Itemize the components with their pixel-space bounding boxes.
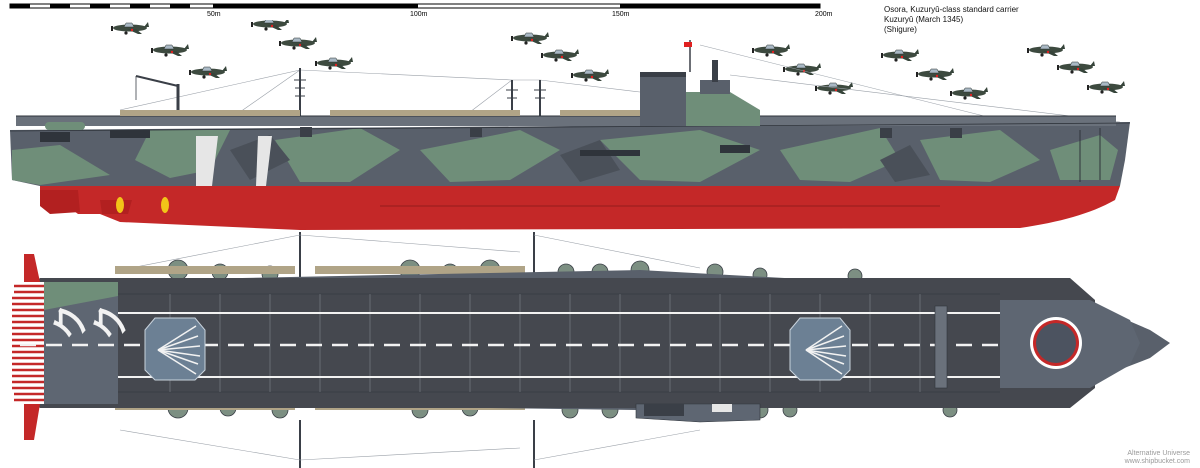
- plan-island: [635, 403, 761, 423]
- aircraft-icon: [570, 68, 610, 83]
- deck-elevator: [934, 305, 948, 389]
- aircraft-icon: [751, 43, 791, 58]
- aircraft-icon: [150, 43, 190, 58]
- aircraft-icon: [814, 81, 854, 96]
- sponsons: [300, 127, 962, 138]
- aircraft-icon: [510, 31, 550, 46]
- aircraft-icon: [188, 65, 228, 80]
- watermark-line1: Alternative Universe: [1127, 450, 1190, 457]
- aircraft-icon: [110, 21, 150, 36]
- scale-bar: [9, 3, 821, 9]
- flight-deck-edge: [16, 116, 1116, 126]
- aircraft-icon: [278, 36, 318, 51]
- rigging-lines: [119, 44, 1121, 123]
- aircraft-icon: [314, 56, 354, 71]
- deck-marking-text: クク: [51, 300, 132, 341]
- aircraft-icon: [250, 20, 290, 32]
- ship-subtitle: (Shigure): [884, 25, 917, 34]
- landing-arrow-aft: [144, 317, 206, 381]
- aircraft-icon: [540, 48, 580, 63]
- ship-name-date: Kuzuryû (March 1345): [884, 15, 964, 24]
- side-profile-view: [9, 20, 1131, 230]
- scale-label-150m: 150m: [612, 11, 630, 18]
- scale-label-200m: 200m: [815, 11, 833, 18]
- aircraft-icon: [915, 67, 955, 82]
- rudder: [40, 190, 80, 214]
- hull-white-band: [256, 136, 272, 186]
- watermark-line2: www.shipbucket.com: [1124, 458, 1190, 465]
- landing-arrow-fwd: [789, 317, 851, 381]
- aircraft-icon: [1026, 43, 1066, 58]
- plan-view: [10, 232, 1170, 468]
- portholes: [40, 130, 750, 156]
- hinomaru-marking: [1030, 317, 1082, 369]
- aircraft-icon: [880, 48, 920, 63]
- ships-boat: [45, 122, 85, 130]
- stern-stripes: [10, 254, 44, 440]
- scale-label-100m: 100m: [410, 11, 428, 18]
- aircraft-icon: [1056, 60, 1096, 75]
- ship-class-title: Osora, Kuzuryû-class standard carrier: [884, 5, 1019, 14]
- propeller-shaft: [100, 200, 132, 214]
- deck-katakana-marking: クク: [51, 294, 132, 346]
- watermark: Alternative Universe www.shipbucket.com: [1125, 450, 1190, 466]
- scale-label-50m: 50m: [207, 11, 221, 18]
- crane: [135, 75, 180, 112]
- deck-edge-lines: [118, 312, 1000, 378]
- aircraft-icon: [1086, 80, 1126, 95]
- ensign-flag: [684, 42, 692, 47]
- hull-antifouling: [40, 186, 1120, 230]
- aircraft-formation: [110, 20, 1126, 101]
- island: [640, 40, 760, 126]
- title-block: Osora, Kuzuryû-class standard carrier Ku…: [884, 5, 1019, 35]
- camouflage-pattern: [12, 128, 1118, 185]
- deck-seams: [118, 293, 1000, 393]
- aircraft-icon: [949, 86, 989, 101]
- hull-white-band: [196, 136, 218, 186]
- propellers: [116, 197, 169, 213]
